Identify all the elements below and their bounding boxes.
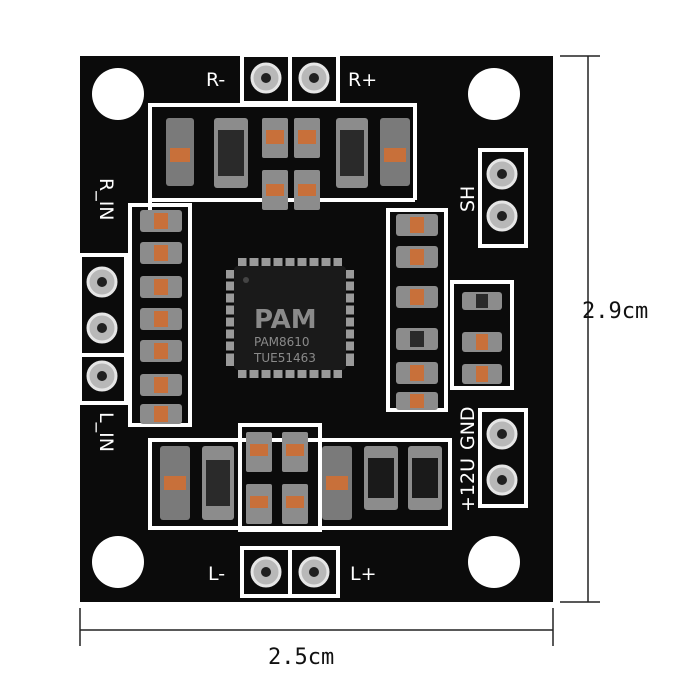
label-l-plus: L+ <box>350 563 377 585</box>
label-sh: SH <box>457 186 479 212</box>
width-dimension-line <box>79 608 554 646</box>
width-label: 2.5cm <box>268 645 334 670</box>
chip-model: PAM8610 <box>254 335 310 349</box>
chip-code: TUE51463 <box>253 351 316 365</box>
height-label: 2.9cm <box>582 299 648 324</box>
label-l-minus: L- <box>208 563 225 585</box>
label-r-minus: R- <box>206 69 225 91</box>
label-r-in: R_IN <box>95 178 117 221</box>
label-r-plus: R+ <box>348 69 377 91</box>
mounting-hole <box>92 536 144 588</box>
left-components <box>140 210 182 424</box>
mounting-hole <box>468 68 520 120</box>
chip-logo: PAM <box>254 305 317 335</box>
mounting-hole <box>92 68 144 120</box>
label-l-in: L_IN <box>95 412 117 452</box>
right-components <box>396 214 502 410</box>
amplifier-chip: PAM PAM8610 TUE51463 <box>226 258 354 378</box>
connector-pads <box>86 62 518 588</box>
label-gnd: GND <box>457 406 479 450</box>
label-12v: +12U <box>457 458 479 512</box>
mounting-hole <box>468 536 520 588</box>
bottom-components <box>160 432 442 524</box>
top-components <box>166 118 410 210</box>
mounting-holes <box>92 68 520 588</box>
height-dimension-line <box>560 55 600 603</box>
silkscreen-outlines <box>78 53 528 598</box>
